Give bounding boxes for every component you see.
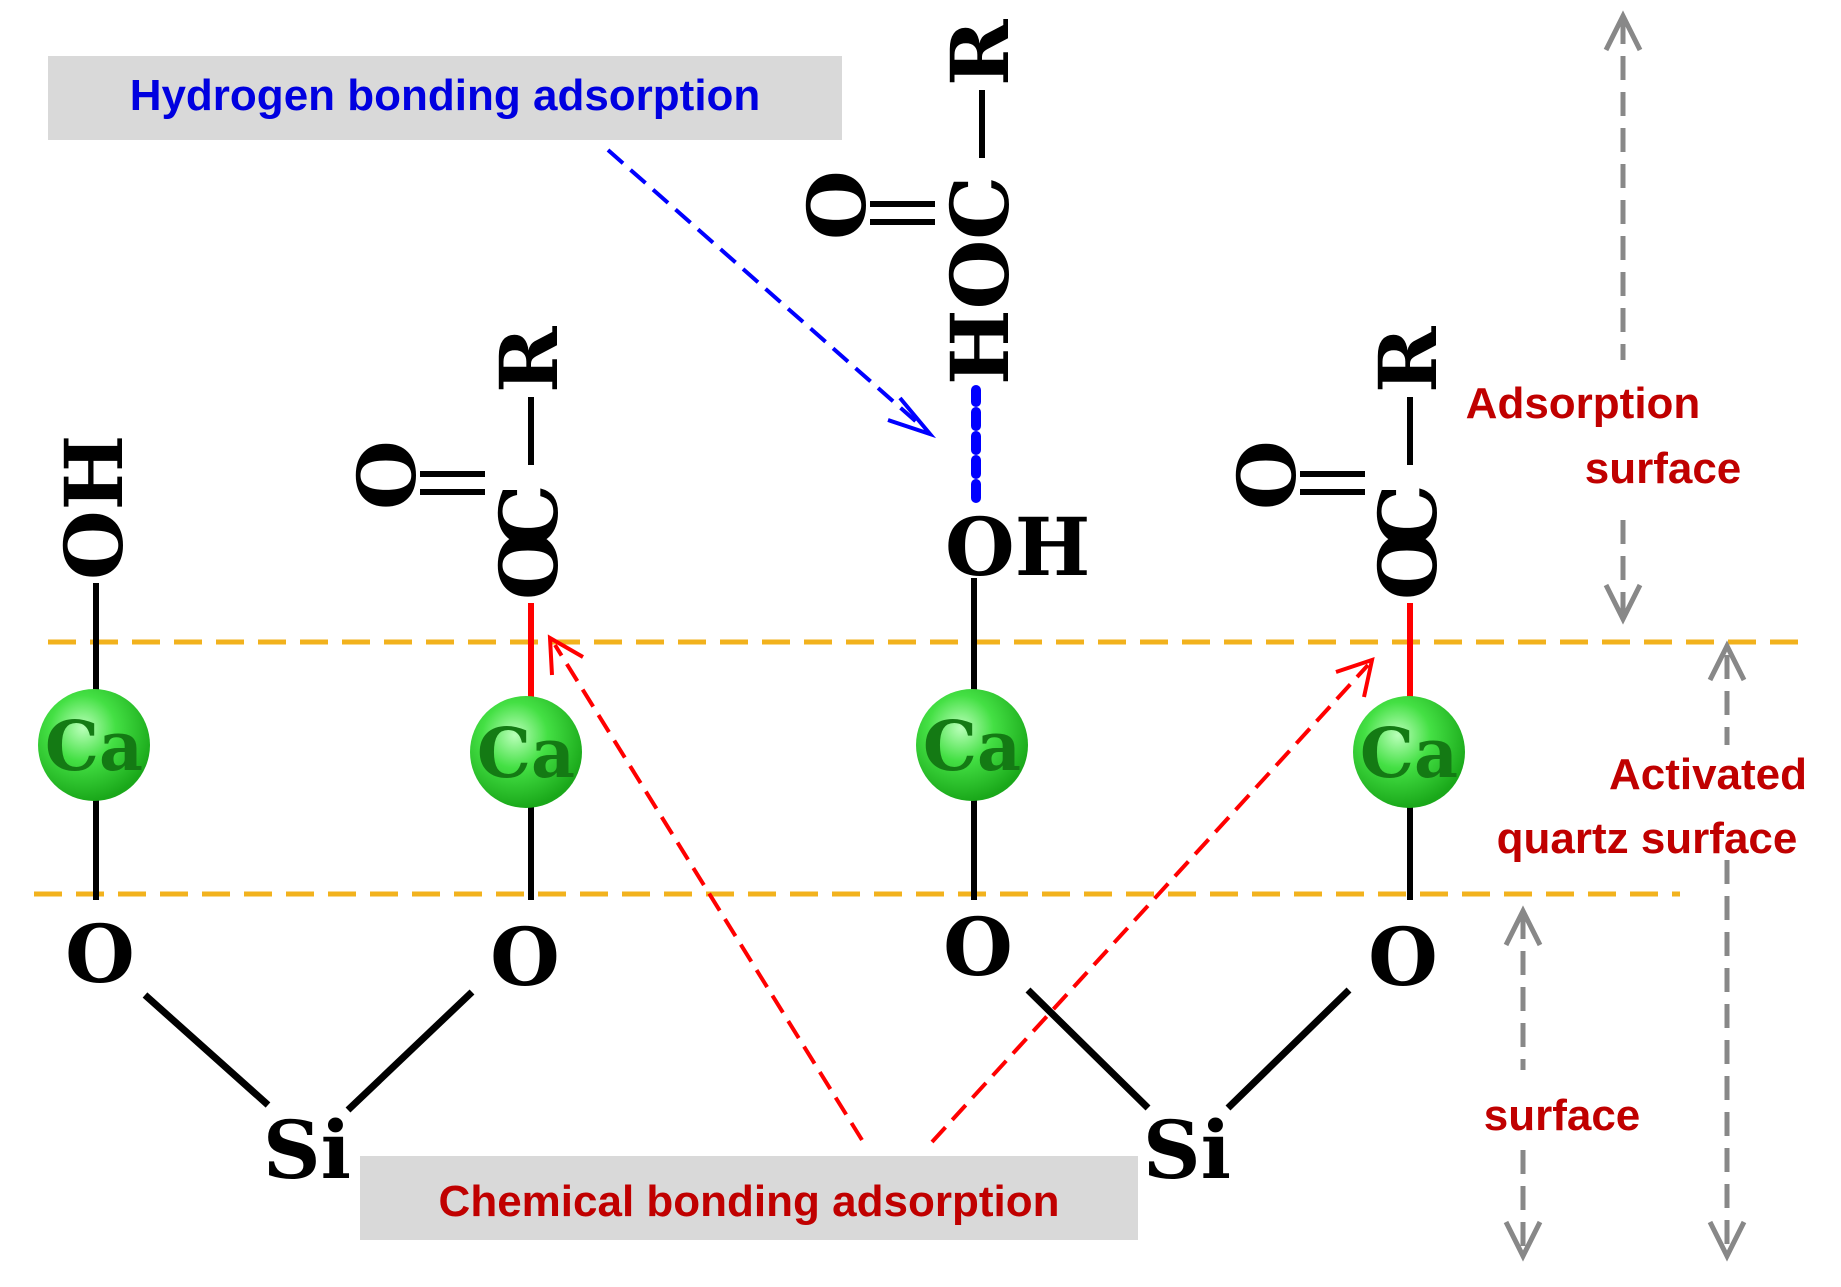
o-atom-3: O [943,900,1013,994]
o-atom-4: O [1368,910,1438,1004]
chemical-bonding-label-box [360,1156,1138,1240]
ca-atom-1: Ca [38,689,150,801]
ca-atom-2: Ca [470,696,582,808]
chemical-bonding-label: Chemical bonding adsorption [439,1177,1060,1226]
svg-text:C: C [1361,484,1455,548]
hydrogen-bonding-label: Hydrogen bonding adsorption [130,71,761,120]
si-atom-1: Si [263,1103,351,1197]
svg-text:O: O [340,440,434,510]
ca-atom-3: Ca [916,689,1028,801]
ca-atom-4: Ca [1353,696,1465,808]
svg-text:R: R [482,326,576,393]
svg-text:C: C [482,484,576,548]
adsorption-surface-label-line2: surface [1585,444,1742,493]
activated-quartz-arrow [1707,640,1747,1262]
svg-text:Ca: Ca [923,707,1021,787]
o-atom-2: O [490,910,560,1004]
chemical-bonding-arrow-left [547,634,864,1142]
si-atom-2: Si [1143,1103,1231,1197]
oh-group-rotated: OH [47,435,141,580]
hydrogen-bonding-label-box [48,56,842,140]
activated-quartz-label-line2: quartz surface [1497,814,1798,863]
surface-label: surface [1484,1091,1641,1140]
adsorption-surface-label-line1: Adsorption [1466,379,1701,428]
carboxylate-group-4: O C R O [1220,326,1455,600]
carboxylate-group-2: O C R O [340,326,576,600]
svg-text:O: O [790,170,884,240]
hydrogen-bonding-arrow [606,148,937,439]
si-bonds [142,987,1352,1113]
svg-text:O: O [482,530,576,600]
svg-text:HOC: HOC [933,176,1027,385]
svg-text:Ca: Ca [45,707,143,787]
surface-arrow [1503,905,1543,1262]
svg-text:O: O [1220,440,1314,510]
oh-group-upright: OH [945,500,1090,594]
o-ca-bonds [93,790,1413,900]
activated-quartz-label-line1: Activated [1609,750,1807,799]
svg-text:R: R [1361,326,1455,393]
carboxylic-acid-group: HOC R O [790,19,1027,385]
svg-text:R: R [933,19,1027,86]
svg-text:Ca: Ca [1360,714,1458,794]
adsorption-surface-arrow [1603,10,1643,625]
svg-text:Ca: Ca [477,714,575,794]
svg-text:O: O [1361,530,1455,600]
o-atom-1: O [65,907,135,1001]
chemical-bonding-arrow-right [930,656,1375,1144]
